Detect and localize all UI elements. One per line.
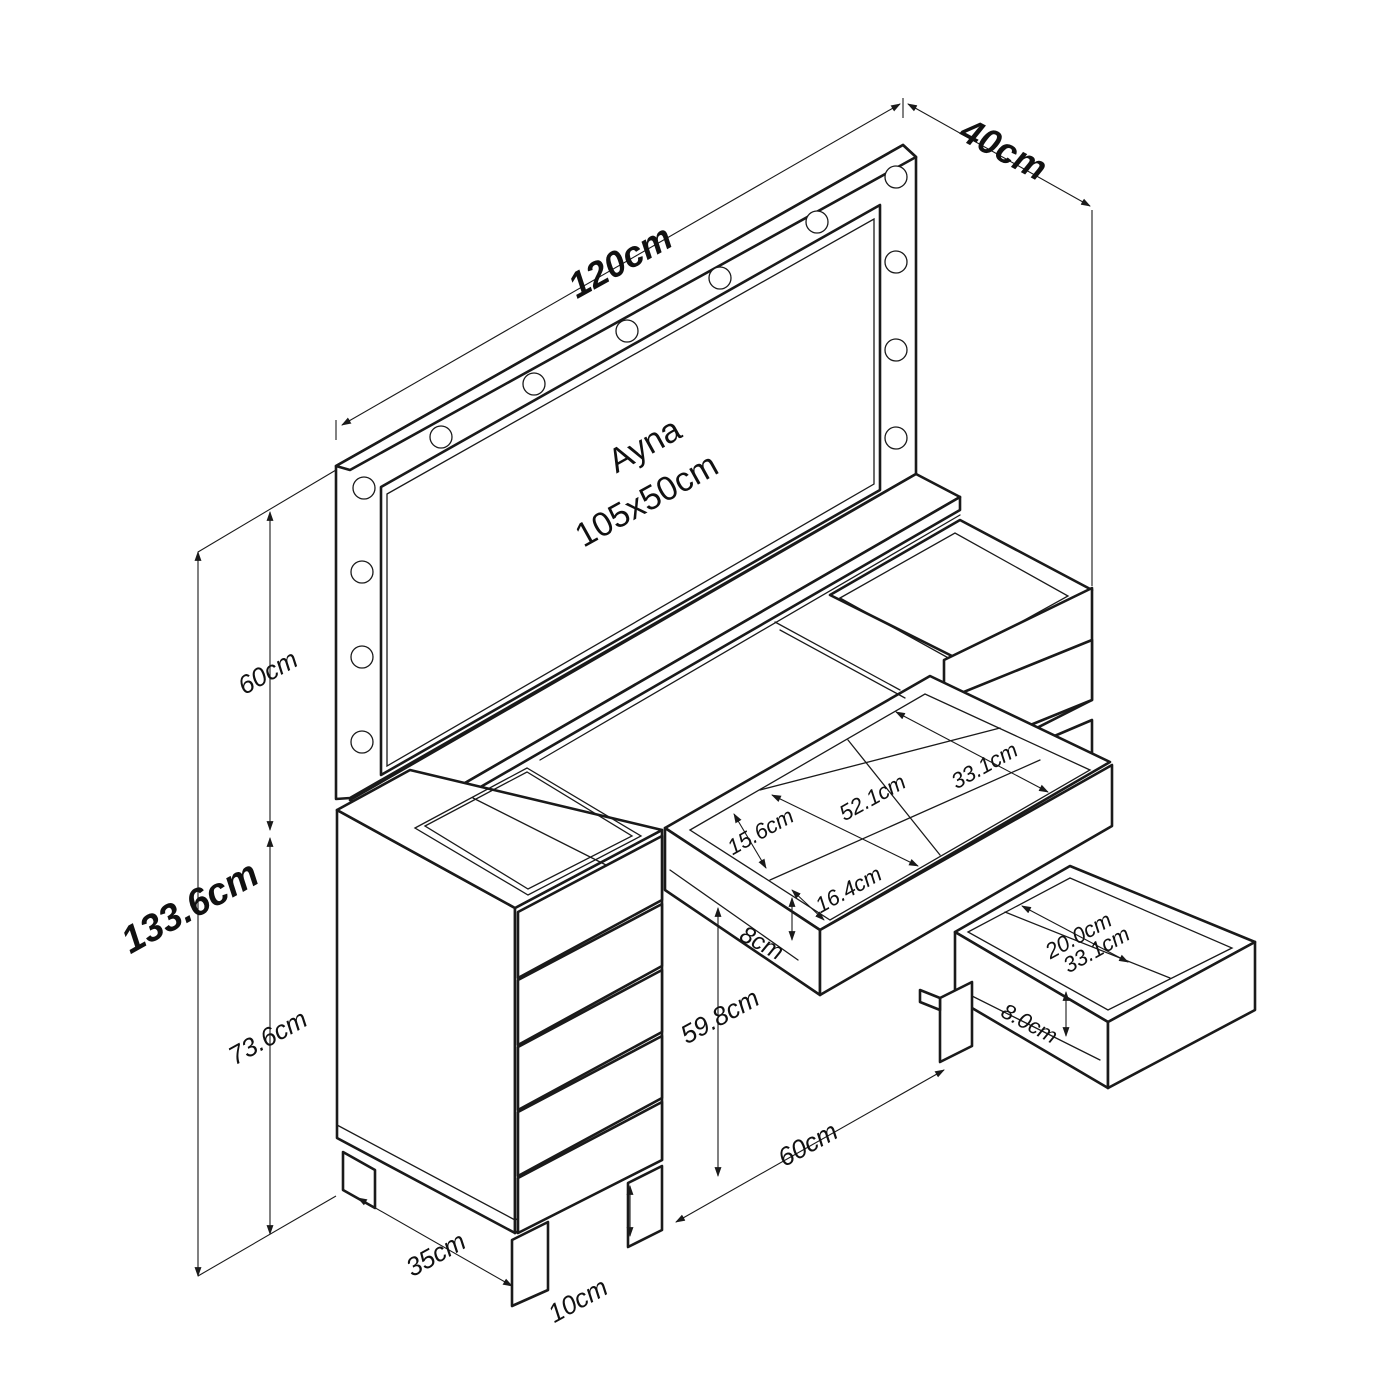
label-cabinet-depth: 35cm — [401, 1226, 471, 1283]
label-mirror-height: 60cm — [233, 644, 303, 701]
label-table-height: 73.6cm — [223, 1003, 312, 1071]
label-overall-height: 133.6cm — [114, 853, 266, 962]
side-drawer — [953, 864, 1257, 1090]
left-cabinet-drawer-fronts — [516, 834, 664, 1235]
center-runner — [774, 621, 906, 699]
label-overall-depth: 40cm — [953, 109, 1054, 189]
label-knee-width: 60cm — [773, 1116, 843, 1173]
label-leg-height: 10cm — [543, 1272, 613, 1329]
right-leg — [918, 980, 974, 1064]
dimension-lines — [194, 98, 1129, 1287]
label-leg-clearance: 59.8cm — [675, 982, 764, 1050]
